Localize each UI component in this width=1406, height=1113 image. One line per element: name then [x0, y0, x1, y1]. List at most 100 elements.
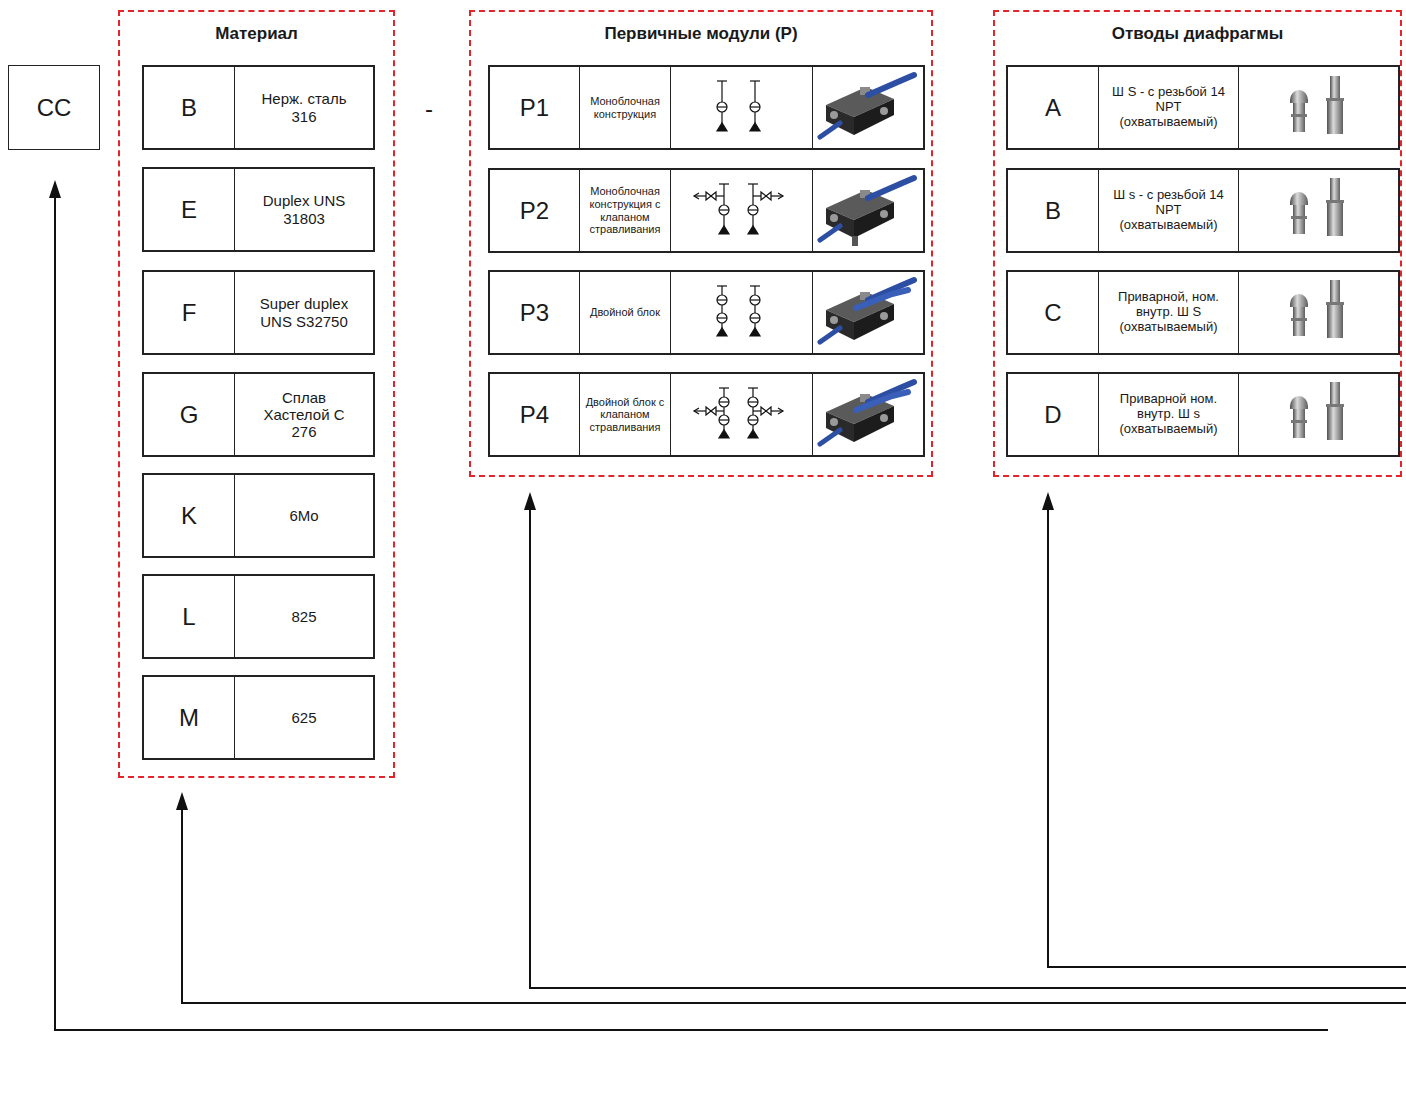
- picture-cell: [670, 374, 812, 455]
- option-row: P1 Моноблочная конструкция: [488, 65, 925, 150]
- valve-photos-part: [820, 75, 914, 137]
- option-code: D: [1044, 401, 1061, 429]
- option-row: AШ S - с резьбой 14 NPT (охватываемый): [1006, 65, 1400, 150]
- fitting-pictures-part: [1290, 76, 1344, 134]
- option-row: B Нерж. сталь 316: [142, 65, 375, 150]
- option-description: Приварной, ном. внутр. Ш S (охватываемый…: [1105, 290, 1232, 335]
- description-cell: Ш s - с резьбой 14 NPT (охватываемый): [1098, 170, 1238, 251]
- description-cell: Сплав Хастелой C 276: [234, 374, 373, 455]
- option-code: B: [1045, 197, 1061, 225]
- valve-symbols-part: [753, 192, 783, 200]
- option-code: K: [181, 502, 197, 530]
- option-row: L 825: [142, 574, 375, 659]
- description-cell: Двойной блок: [579, 272, 670, 353]
- group-heading: Первичные модули (P): [471, 24, 931, 44]
- leader-lines-part: [530, 508, 1406, 988]
- leader-arrowheads-part: [49, 180, 61, 198]
- picture-cell: [1238, 67, 1398, 148]
- option-row: B Ш s - с резьбой 14 NPT (охватываемый): [1006, 168, 1400, 253]
- option-code: P1: [520, 94, 549, 122]
- picture-cell: [1238, 170, 1398, 251]
- option-description: Моноблочная конструкция: [583, 95, 667, 120]
- description-cell: Ш S - с резьбой 14 NPT (охватываемый): [1098, 67, 1238, 148]
- valve-symbols-part: [748, 388, 758, 438]
- option-description: Super duplex UNS S32750: [254, 295, 354, 330]
- option-row: C Приварной, ном. внутр. Ш S (охватываемы…: [1006, 270, 1400, 355]
- option-row: K 6Mo: [142, 473, 375, 558]
- leader-arrowheads-part: [524, 492, 536, 510]
- group-heading-wrap: Отводы диафрагмы: [995, 24, 1400, 44]
- description-cell: Моноблочная конструкция с клапаном страв…: [579, 170, 670, 251]
- valve-symbols-part: [719, 388, 729, 438]
- option-code: E: [181, 196, 197, 224]
- description-cell: 625: [234, 677, 373, 758]
- leader-lines-part: [1048, 508, 1406, 967]
- prefix-box: CC: [8, 65, 100, 150]
- valve-photos-part: [820, 178, 914, 240]
- option-row: F Super duplex UNS S32750: [142, 270, 375, 355]
- code-cell: M: [144, 677, 234, 758]
- leader-arrowheads-part: [176, 792, 188, 810]
- valve-photos-part: [820, 382, 914, 444]
- code-text: CC: [37, 94, 72, 122]
- valve-symbols-part: [750, 286, 760, 336]
- valve-symbols-part: [748, 184, 758, 234]
- picture-cell: [812, 374, 923, 455]
- option-code: L: [182, 603, 195, 631]
- option-row: P2 Моноблочная конструкция с клапаном стр…: [488, 168, 925, 253]
- valve-photos-part: [852, 236, 858, 246]
- option-description: 625: [291, 709, 316, 726]
- group-heading: Отводы диафрагмы: [995, 24, 1400, 44]
- option-description: Нерж. сталь 316: [254, 90, 354, 125]
- option-description: Duplex UNS 31803: [254, 192, 354, 227]
- leader-lines-part: [55, 196, 1328, 1030]
- valve-symbols-part: [719, 184, 729, 234]
- code-cell: G: [144, 374, 234, 455]
- option-code: F: [182, 299, 197, 327]
- code-cell: P2: [490, 170, 579, 251]
- code-cell: D: [1008, 374, 1098, 455]
- valve-symbols-part: [717, 81, 727, 131]
- code-cell: F: [144, 272, 234, 353]
- group-heading-wrap: Материал: [120, 24, 393, 44]
- description-cell: 6Mo: [234, 475, 373, 556]
- code-cell: P4: [490, 374, 579, 455]
- picture-cell: [1238, 374, 1398, 455]
- picture-cell: [812, 67, 923, 148]
- option-row: M 625: [142, 675, 375, 760]
- fitting-pictures: [1290, 76, 1344, 440]
- fitting-pictures-part: [1290, 178, 1344, 236]
- leader-lines-part: [182, 808, 1406, 1003]
- valve-photos-part: [820, 280, 914, 342]
- option-description: Приварной ном. внутр. Ш s (охватываемый): [1105, 392, 1232, 437]
- leader-arrowheads-part: [1042, 492, 1054, 510]
- picture-cell: [670, 67, 812, 148]
- valve-photos: [820, 75, 914, 444]
- description-cell: Duplex UNS 31803: [234, 169, 373, 250]
- option-group: МатериалB Нерж. сталь 316E Duplex UNS 3180…: [118, 10, 395, 778]
- picture-cell: [1238, 272, 1398, 353]
- code-cell: K: [144, 475, 234, 556]
- option-code: C: [1044, 299, 1061, 327]
- code-cell: B: [1008, 170, 1098, 251]
- option-row: P3 Двойной блок: [488, 270, 925, 355]
- option-code: P3: [520, 299, 549, 327]
- valve-symbols: [694, 81, 783, 438]
- option-description: Ш s - с резьбой 14 NPT (охватываемый): [1105, 188, 1232, 233]
- code-cell: E: [144, 169, 234, 250]
- leader-arrowheads: [49, 180, 1054, 810]
- description-cell: 825: [234, 576, 373, 657]
- valve-symbols-part: [750, 81, 760, 131]
- option-code: M: [179, 704, 199, 732]
- picture-cell: [670, 272, 812, 353]
- code-cell: A: [1008, 67, 1098, 148]
- fitting-pictures-part: [1290, 280, 1344, 338]
- code-cell: B: [144, 67, 234, 148]
- valve-symbols-part: [694, 407, 724, 415]
- option-code: P4: [520, 401, 549, 429]
- option-code: P2: [520, 197, 549, 225]
- option-row: E Duplex UNS 31803: [142, 167, 375, 252]
- description-cell: Двойной блок с клапаном стравливания: [579, 374, 670, 455]
- code-cell: C: [1008, 272, 1098, 353]
